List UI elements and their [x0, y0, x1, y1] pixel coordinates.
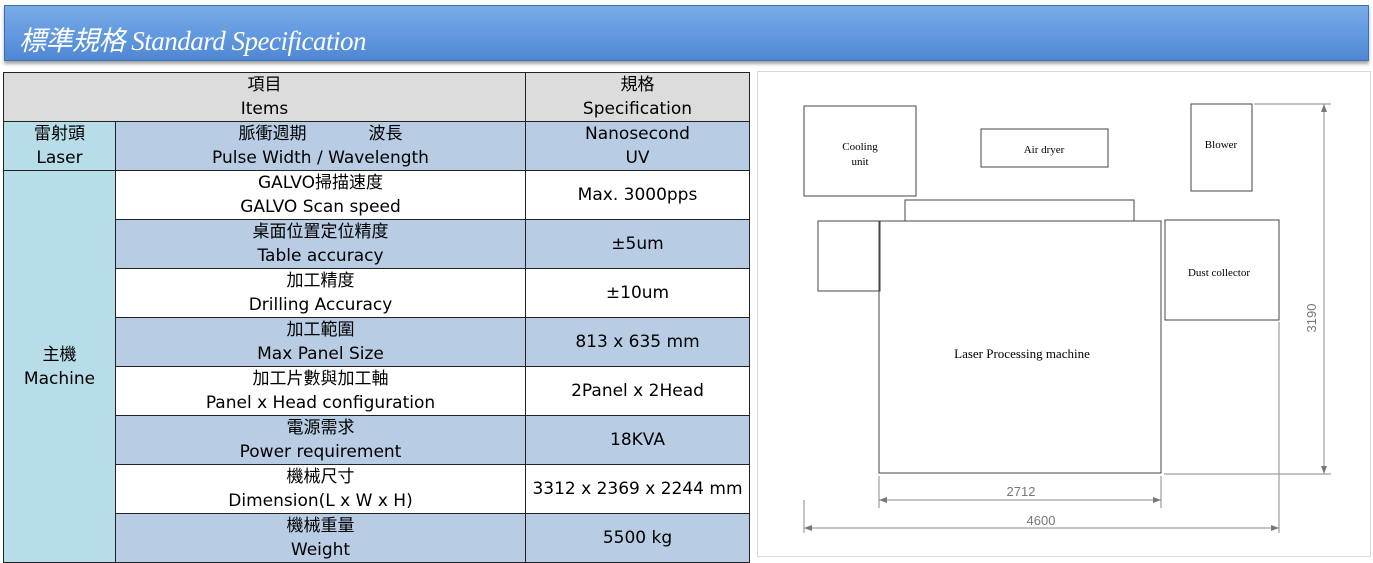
value-cell: 18KVA	[525, 415, 750, 465]
laser-machine-label: Laser Processing machine	[954, 346, 1090, 361]
total-width-label: 4600	[1027, 513, 1056, 528]
air-dryer-box	[980, 128, 1109, 168]
laser-machine-box	[878, 220, 1162, 474]
blower-box	[1190, 103, 1253, 192]
spec-header: 規格 Specification	[525, 72, 750, 122]
layout-diagram: Cooling unit Air dryer Blower Dust colle…	[757, 71, 1371, 557]
blower-label: Blower	[1205, 139, 1238, 151]
value-cell: 813 x 635 mm	[525, 317, 750, 367]
value-cell: ±10um	[525, 268, 750, 318]
side-module-box	[817, 220, 881, 292]
value-cell: Nanosecond UV	[525, 121, 750, 171]
value-cell: ±5um	[525, 219, 750, 269]
dust-collector-label: Dust collector	[1188, 267, 1250, 279]
category-laser: 雷射頭 Laser	[3, 121, 116, 171]
cooling-unit-label-2: unit	[851, 156, 868, 168]
height-label: 3190	[1304, 304, 1319, 333]
table-header-row: 項目 Items 規格 Specification	[3, 72, 750, 122]
value-cell: 2Panel x 2Head	[525, 366, 750, 416]
dust-collector-box	[1164, 219, 1280, 321]
page-title: 標準規格 Standard Specification	[19, 26, 366, 56]
spec-table: 項目 Items 規格 Specification 雷射頭 Laser 脈衝週期…	[3, 72, 750, 563]
value-cell: 3312 x 2369 x 2244 mm	[525, 464, 750, 514]
title-banner: 標準規格 Standard Specification	[4, 5, 1369, 61]
cooling-unit-label: Cooling	[842, 141, 878, 153]
machine-width-label: 2712	[1007, 484, 1036, 499]
item-cell: 脈衝週期波長 Pulse Width / Wavelength	[115, 121, 526, 171]
items-header: 項目 Items	[3, 72, 526, 122]
value-cell: 5500 kg	[525, 513, 750, 563]
top-module-box	[904, 199, 1135, 222]
layout-diagram-svg: Cooling unit Air dryer Blower Dust colle…	[803, 103, 1331, 533]
table-row: 雷射頭 Laser 脈衝週期波長 Pulse Width / Wavelengt…	[3, 121, 750, 171]
air-dryer-label: Air dryer	[1024, 144, 1065, 156]
value-cell: Max. 3000pps	[525, 170, 750, 220]
cooling-unit-box	[803, 105, 917, 197]
category-machine: 主機 Machine	[3, 170, 116, 563]
